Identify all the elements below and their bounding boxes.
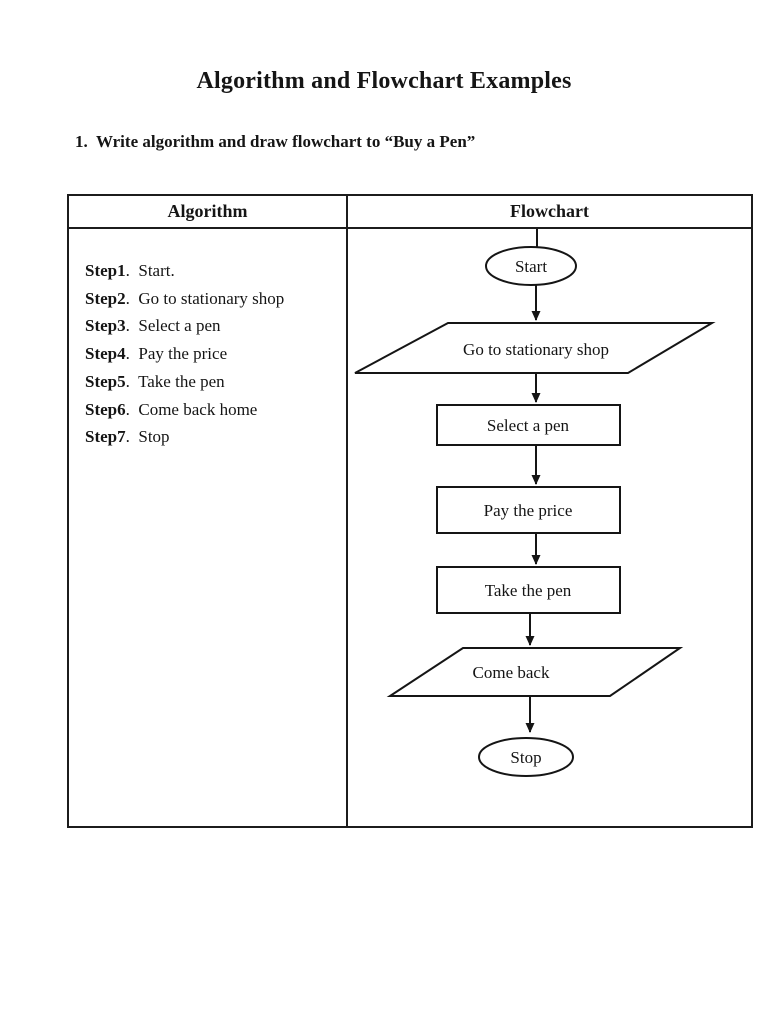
flowchart-node-label: Take the pen xyxy=(485,581,572,600)
io-go-to-shop-shape xyxy=(354,322,716,374)
step-label: Step4 xyxy=(85,344,126,364)
step-text: . Stop xyxy=(125,427,170,447)
stop-terminator-shape xyxy=(478,737,574,777)
algorithm-step: Step5. Take the pen xyxy=(85,368,346,396)
step-text: . Go to stationary shop xyxy=(125,288,285,308)
algorithm-step: Step3. Select a pen xyxy=(85,312,346,340)
algorithm-cell: Step1. Start. Step2. Go to stationary sh… xyxy=(69,229,348,826)
step-text: . Pay the price xyxy=(125,344,228,364)
step-text: . Take the pen xyxy=(125,371,225,391)
flowchart-node-label: Pay the price xyxy=(484,501,573,520)
algorithm-flowchart-table: Algorithm Flowchart Step1. Start. Step2.… xyxy=(67,194,753,828)
step-label: Step2 xyxy=(85,288,126,308)
flowchart-node-label: Select a pen xyxy=(487,416,570,435)
table-header-row: Algorithm Flowchart xyxy=(69,196,751,229)
algorithm-step: Step6. Come back home xyxy=(85,396,346,424)
flowchart-node-label: Start xyxy=(515,257,547,276)
flowchart-node-label: Go to stationary shop xyxy=(463,340,609,359)
algorithm-step: Step4. Pay the price xyxy=(85,340,346,368)
algorithm-header-cell: Algorithm xyxy=(69,196,348,227)
step-label: Step3 xyxy=(85,316,126,336)
page-title: Algorithm and Flowchart Examples xyxy=(196,68,572,94)
question-heading: 1. Write algorithm and draw flowchart to… xyxy=(75,132,476,151)
process-take-pen-shape xyxy=(436,566,621,614)
flowchart-node-label: Stop xyxy=(510,748,541,767)
io-come-back-shape xyxy=(386,647,684,697)
step-text: . Start. xyxy=(125,261,175,280)
step-label: Step1 xyxy=(85,261,126,280)
flowchart-svg: Start Go to stationary shop Select a pen… xyxy=(354,229,716,777)
algorithm-step: Step1. Start. xyxy=(85,257,346,285)
step-label: Step6 xyxy=(85,399,126,419)
algorithm-step: Step2. Go to stationary shop xyxy=(85,285,346,313)
step-text: . Select a pen xyxy=(125,316,221,336)
flowchart-cell: Start Go to stationary shop Select a pen… xyxy=(348,229,751,826)
algorithm-step: Step7. Stop xyxy=(85,423,346,451)
start-terminator-shape xyxy=(485,246,577,286)
process-select-pen-shape xyxy=(436,404,621,446)
step-label: Step7 xyxy=(85,427,126,447)
flowchart-header-cell: Flowchart xyxy=(510,201,589,221)
process-pay-price-shape xyxy=(436,486,621,534)
table-body-row: Step1. Start. Step2. Go to stationary sh… xyxy=(69,229,751,826)
flowchart-node-label: Come back xyxy=(473,663,550,682)
step-text: . Come back home xyxy=(125,399,258,419)
step-label: Step5 xyxy=(85,371,126,391)
